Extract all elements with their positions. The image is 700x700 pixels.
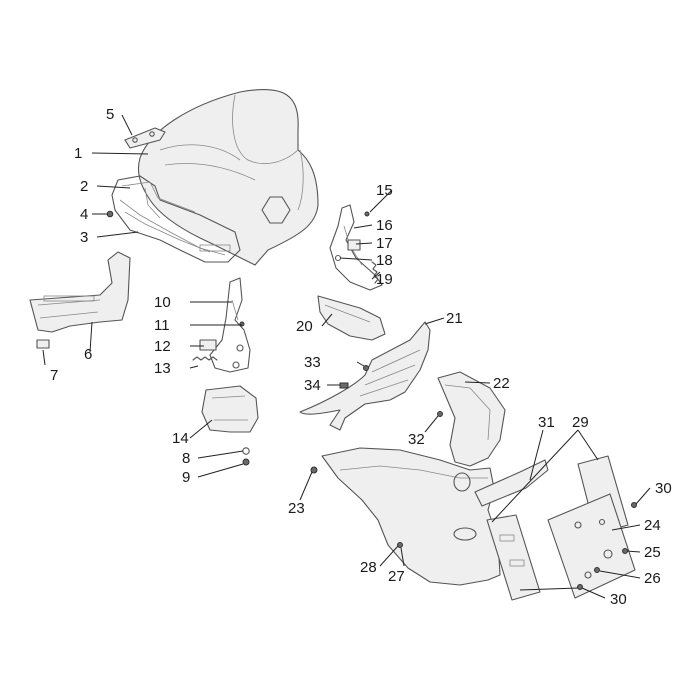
part-rear-bar: [474, 459, 549, 507]
part-license-bracket: [486, 514, 541, 601]
fastener-34: [339, 382, 349, 389]
part-hinge-right: [329, 204, 383, 291]
callout-21: 21: [446, 310, 463, 327]
callout-31: 31: [538, 414, 555, 431]
callout-6: 6: [84, 346, 92, 363]
callout-34: 34: [304, 377, 321, 394]
callout-24: 24: [644, 517, 661, 534]
part-small-block: [36, 339, 50, 349]
callout-labels: 1 2 4 3 5 6 7 10 11 12 13 14 8 9 15 16 1…: [50, 106, 672, 608]
part-clip: [124, 127, 166, 149]
callout-33: 33: [304, 354, 321, 371]
callout-13: 13: [154, 360, 171, 377]
callout-26: 26: [644, 570, 661, 587]
callout-5: 5: [106, 106, 114, 123]
callout-1: 1: [74, 145, 82, 162]
part-rear-underbody: [321, 447, 501, 586]
part-screw-4: [106, 210, 114, 218]
fastener-32: [437, 411, 443, 417]
part-mid-panel: [317, 295, 386, 341]
callout-11: 11: [154, 317, 170, 334]
callout-29: 29: [572, 414, 589, 431]
callout-18: 18: [376, 252, 393, 269]
callout-19: 19: [376, 271, 393, 288]
part-front-frame: [111, 175, 241, 263]
fastener-23: [310, 466, 318, 474]
callout-32: 32: [408, 431, 425, 448]
callout-30-bottom: 30: [610, 591, 627, 608]
callout-7: 7: [50, 367, 58, 384]
fastener-33: [363, 365, 369, 371]
part-spoiler: [299, 321, 431, 431]
callout-25: 25: [644, 544, 661, 561]
hexagon-emblem: [261, 196, 291, 224]
callout-2: 2: [80, 178, 88, 195]
callout-16: 16: [376, 217, 393, 234]
callout-4: 4: [80, 206, 88, 223]
callout-8: 8: [182, 450, 190, 467]
fastener-25: [622, 548, 628, 554]
callout-10: 10: [154, 294, 171, 311]
fastener-30a: [631, 502, 637, 508]
callout-9: 9: [182, 469, 190, 486]
fastener-27-28: [397, 542, 403, 548]
callout-27: 27: [388, 568, 405, 585]
callout-30-top: 30: [655, 480, 672, 497]
callout-23: 23: [288, 500, 305, 517]
callout-20: 20: [296, 318, 313, 335]
part-plate-holder: [547, 493, 636, 599]
part-side-panel: [29, 251, 131, 333]
callout-28: 28: [360, 559, 377, 576]
callout-14: 14: [172, 430, 189, 447]
fastener-30b: [577, 584, 583, 590]
part-top-cover: [137, 88, 319, 266]
callout-22: 22: [493, 375, 510, 392]
leader-lines: [42, 114, 651, 599]
part-nut-washer: [242, 447, 250, 466]
callout-12: 12: [154, 338, 171, 355]
callout-3: 3: [80, 229, 88, 246]
part-rear-shell: [437, 371, 506, 467]
fastener-26: [594, 567, 600, 573]
callout-17: 17: [376, 235, 393, 252]
callout-15: 15: [376, 182, 393, 199]
part-hinge-cover: [201, 385, 259, 433]
